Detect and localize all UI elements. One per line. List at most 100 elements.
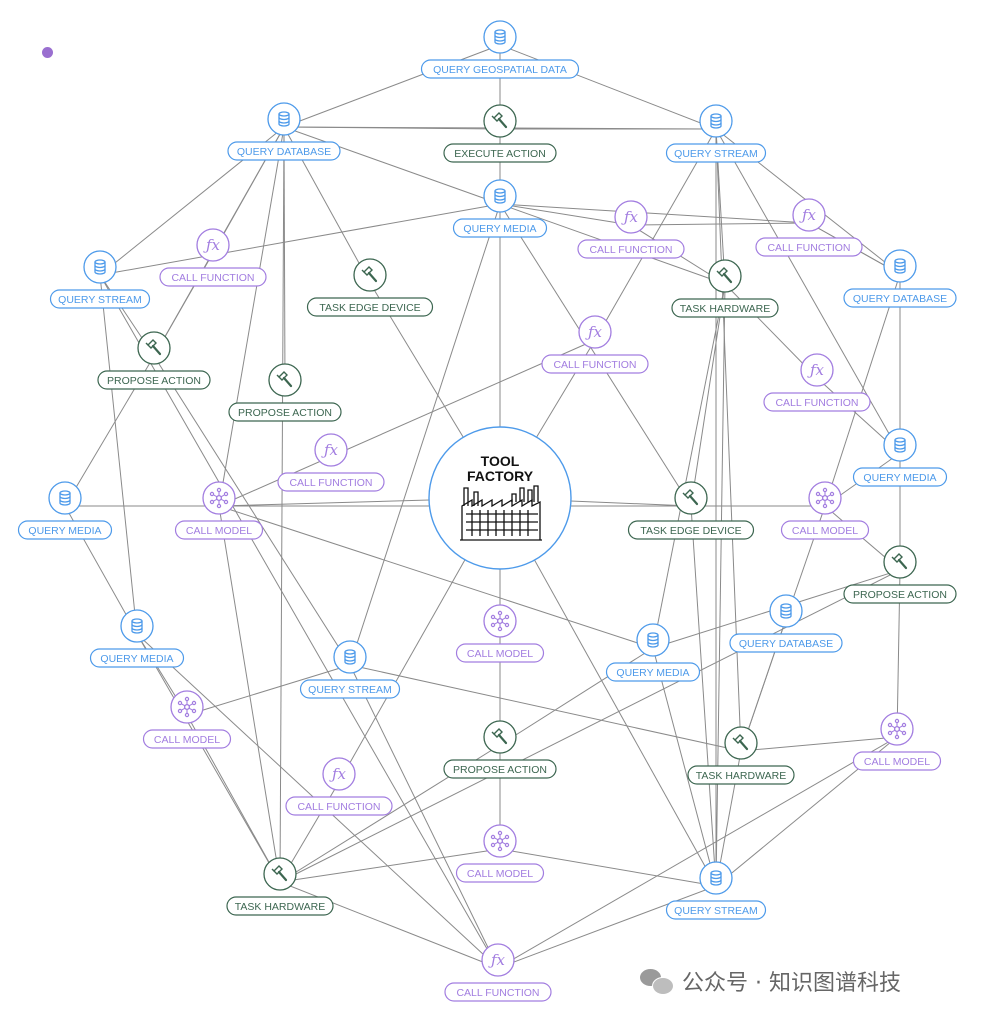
edge-ted_r-qs_b — [690, 505, 717, 887]
node-label: QUERY STREAM — [674, 905, 758, 917]
node-cm_c2: CALL MODEL — [455, 824, 545, 883]
node-label: QUERY MEDIA — [463, 223, 536, 235]
node-pa_r: PROPOSE ACTION — [843, 545, 957, 604]
node-label: EXECUTE ACTION — [454, 148, 546, 160]
node-icon-circle — [322, 757, 356, 791]
edge-qs_tr-cf_c2 — [594, 128, 717, 341]
center-title-line1: TOOL — [481, 453, 520, 469]
node-label: TASK HARDWARE — [680, 303, 770, 315]
node-label: CALL MODEL — [186, 525, 252, 537]
node-label-pill — [444, 982, 552, 1002]
node-label-pill — [843, 288, 957, 308]
node-label: QUERY MEDIA — [616, 667, 689, 679]
node-label: TASK EDGE DEVICE — [319, 302, 420, 314]
edge-qm_c-cf_r1 — [499, 203, 810, 224]
watermark-text: 公众号 · 知识图谱科技 — [682, 971, 901, 996]
edge-th_r-qs_b — [715, 283, 726, 887]
node-label: CALL FUNCTION — [171, 272, 254, 284]
node-qd_r: QUERY DATABASE — [843, 249, 957, 308]
edge-qs_c-cf_b — [349, 664, 499, 969]
node-label: PROPOSE ACTION — [853, 589, 947, 601]
node-label: QUERY STREAM — [674, 148, 758, 160]
node-label-pill — [455, 863, 545, 883]
node-pa_c2: PROPOSE ACTION — [443, 720, 557, 779]
node-label-pill — [671, 298, 779, 318]
node-icon-circle — [196, 228, 230, 262]
node-qs_c: QUERY STREAM — [299, 640, 401, 699]
node-ted_r: TASK EDGE DEVICE — [627, 481, 755, 540]
node-label-pill — [228, 402, 342, 422]
edge-qm_c-cf_c1 — [499, 203, 632, 226]
node-qs_l: QUERY STREAM — [49, 250, 151, 309]
node-label-pill — [285, 796, 393, 816]
edge-qs_c-th_c — [349, 664, 742, 752]
node-label-pill — [226, 896, 334, 916]
node-label-pill — [299, 679, 401, 699]
node-cm_r2: CALL MODEL — [852, 712, 942, 771]
tool-factory-circle — [428, 426, 572, 570]
edge-qs_c-cm_l2 — [186, 664, 351, 716]
node-label-pill — [687, 765, 795, 785]
node-label: TASK HARDWARE — [696, 770, 786, 782]
function-icon: ƒx — [585, 323, 603, 341]
node-qg_top: QUERY GEOSPATIAL DATA — [420, 20, 580, 79]
edge-cm_c2-th_b — [279, 848, 501, 883]
node-icon-circle — [170, 690, 204, 724]
node-label: CALL FUNCTION — [289, 477, 372, 489]
node-label-pill — [455, 643, 545, 663]
node-label: PROPOSE ACTION — [107, 375, 201, 387]
function-icon: ƒx — [807, 361, 825, 379]
node-icon-circle — [578, 315, 612, 349]
node-label-pill — [665, 900, 767, 920]
node-label-pill — [665, 143, 767, 163]
factory-icon — [460, 485, 542, 541]
edge-qd_tl-cm_l — [218, 126, 285, 507]
edge-cm_c2-qs_b — [499, 848, 717, 887]
node-qm_c: QUERY MEDIA — [452, 179, 548, 238]
edge-cm_l-th_b — [218, 505, 281, 883]
edge-th_r-ted_r — [690, 283, 726, 507]
edge-qd_tl-qm_c — [283, 126, 501, 205]
node-label-pill — [306, 297, 434, 317]
node-label: TASK HARDWARE — [235, 901, 325, 913]
node-label-pill — [443, 143, 557, 163]
node-cm_l2: CALL MODEL — [142, 690, 232, 749]
node-label: CALL MODEL — [792, 525, 858, 537]
edge-th_c-cm_r2 — [740, 736, 898, 752]
edge-qm_c-qs_c — [349, 203, 501, 666]
node-label-pill — [420, 59, 580, 79]
node-qm_r: QUERY MEDIA — [852, 428, 948, 487]
node-label: TASK EDGE DEVICE — [640, 525, 741, 537]
node-label-pill — [541, 354, 649, 374]
node-label: QUERY STREAM — [308, 684, 392, 696]
edge-qs_l-qm_l2 — [99, 274, 138, 635]
node-label-pill — [443, 759, 557, 779]
edge-qs_b-cf_b — [497, 885, 717, 969]
edge-qg_top-qd_tl — [283, 44, 501, 128]
node-label: QUERY DATABASE — [739, 638, 833, 650]
node-cf_l2: CALL FUNCTION ƒx — [277, 433, 385, 492]
function-icon: ƒx — [321, 441, 339, 459]
node-icon-circle — [880, 712, 914, 746]
node-ea_top: EXECUTE ACTION — [443, 104, 557, 163]
node-label-pill — [852, 467, 948, 487]
node-label: CALL FUNCTION — [775, 397, 858, 409]
node-label: PROPOSE ACTION — [453, 764, 547, 776]
center-title-line2: FACTORY — [467, 468, 534, 484]
node-label: QUERY DATABASE — [237, 146, 331, 158]
node-label-pill — [159, 267, 267, 287]
edge-th_r-qm_c2 — [652, 283, 726, 649]
edge-center-qs_b — [499, 497, 717, 887]
node-label: CALL FUNCTION — [767, 242, 850, 254]
edge-qm_l2-th_b — [136, 633, 281, 883]
watermark: 公众号 · 知识图谱科技 — [640, 964, 901, 998]
node-qm_l2: QUERY MEDIA — [89, 609, 185, 668]
node-th_r: TASK HARDWARE — [671, 259, 779, 318]
node-th_b: TASK HARDWARE — [226, 857, 334, 916]
node-label-pill — [780, 520, 870, 540]
